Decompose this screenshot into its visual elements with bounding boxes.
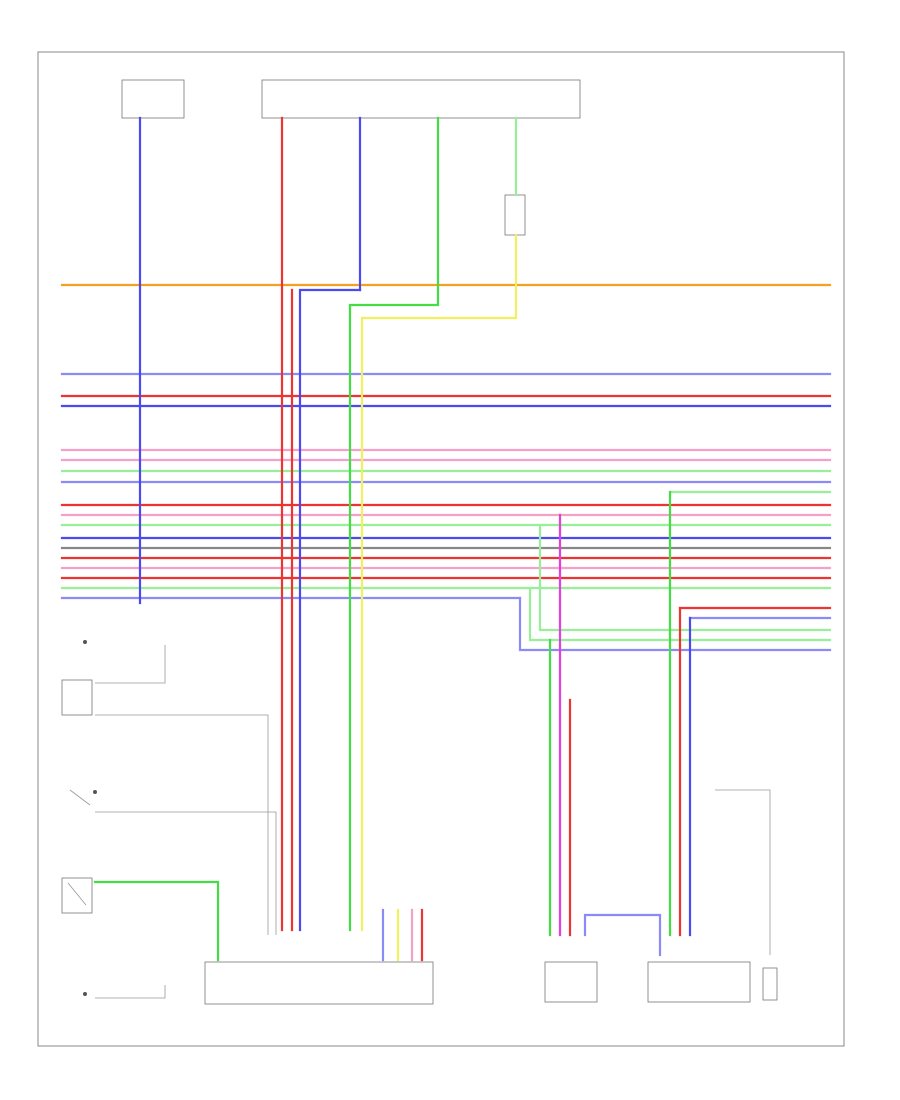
front-ecu-box <box>204 961 434 1005</box>
thin-wire-3 <box>95 645 166 684</box>
switch-lever-2 <box>69 789 91 806</box>
lower-ecu-box-2 <box>647 961 751 1003</box>
switch-box-2 <box>61 877 93 914</box>
thin-wire-4 <box>95 985 166 999</box>
thin-wire-1 <box>95 714 269 935</box>
thin-wires <box>95 645 771 999</box>
diagram-frame <box>37 51 845 1047</box>
switch-lever-3 <box>67 882 87 906</box>
lower-ecu-box-1 <box>544 961 598 1003</box>
switches <box>61 640 97 996</box>
feed-yellow <box>360 233 518 932</box>
wire-green-3-branch <box>528 586 832 642</box>
switch-green <box>93 880 220 962</box>
wire-blue-5-branch <box>518 596 832 652</box>
thin-wire-5 <box>715 789 771 955</box>
bus-wires <box>60 283 832 652</box>
switch-contact-3 <box>83 992 87 996</box>
relay-box <box>504 194 526 236</box>
ground-relay-box <box>762 967 778 1001</box>
feed-blue-route <box>298 288 362 932</box>
switch-box-1 <box>61 679 93 716</box>
wire-green-2-branch <box>538 523 832 632</box>
fuse-box-group <box>261 79 581 119</box>
switch-contact-2 <box>93 790 97 794</box>
thin-wire-2 <box>95 811 277 935</box>
feed-green <box>348 116 440 932</box>
switch-contact-1 <box>83 640 87 644</box>
vertical-wires <box>93 116 692 962</box>
fuse-box-left <box>121 79 185 119</box>
ecu-blue-loop <box>583 913 662 957</box>
